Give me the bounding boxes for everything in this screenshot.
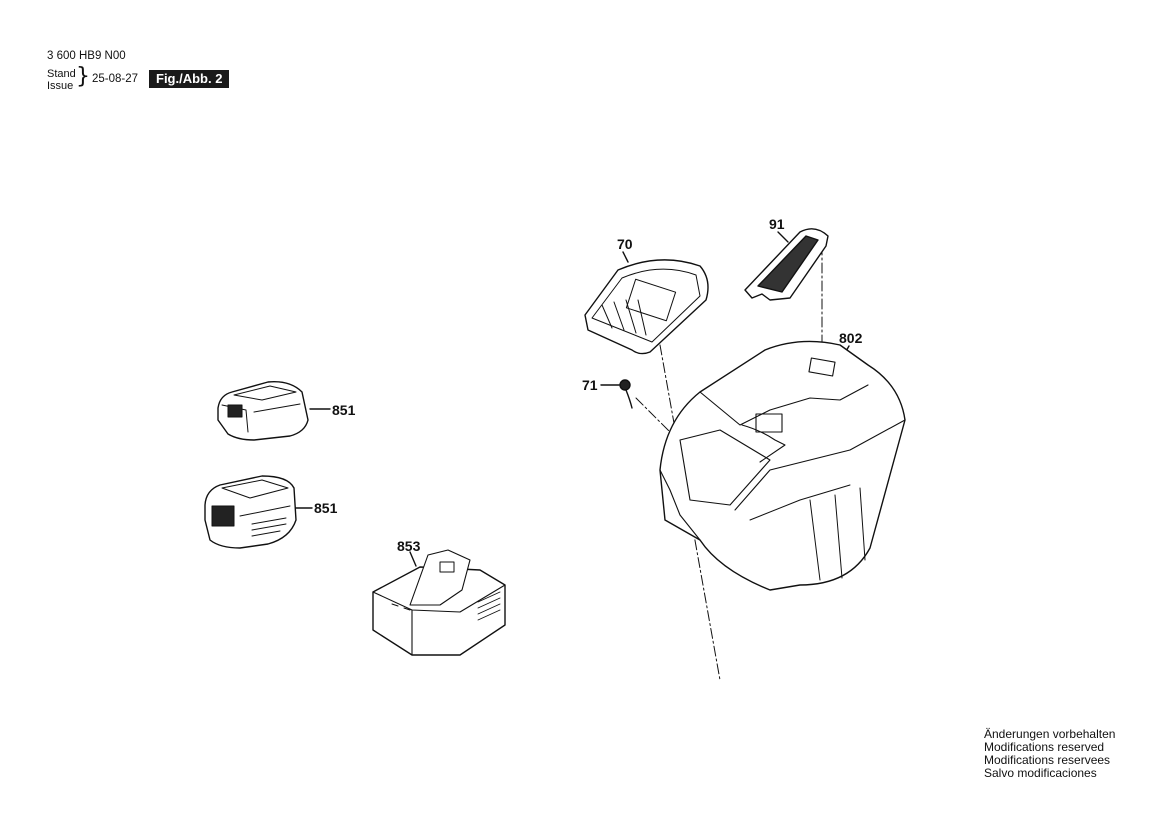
note-de: Änderungen vorbehalten — [984, 727, 1116, 741]
callout-71: 71 — [582, 377, 598, 393]
part-70-cover-flap — [584, 259, 709, 355]
part-851-battery-small — [217, 381, 309, 441]
modification-notes: Änderungen vorbehalten Modifications res… — [984, 728, 1115, 780]
note-en: Modifications reserved — [984, 740, 1105, 754]
part-853-charger — [372, 549, 506, 656]
part-802-grass-box — [659, 340, 906, 591]
leader-853 — [409, 551, 417, 567]
callout-802: 802 — [839, 330, 863, 346]
callout-851-upper: 851 — [332, 402, 356, 418]
note-es: Salvo modificaciones — [984, 766, 1097, 780]
callout-70: 70 — [617, 236, 633, 252]
part-91-handle — [744, 228, 829, 301]
leader-91 — [777, 231, 789, 243]
leader-70 — [622, 251, 629, 263]
part-851-battery-large — [204, 475, 297, 549]
callout-851-lower: 851 — [314, 500, 338, 516]
part-number: 3 600 HB9 N00 — [47, 50, 126, 62]
stand-issue-label: Stand Issue — [47, 68, 76, 92]
issue-date: 25-08-27 — [92, 73, 139, 85]
issue-label: Issue — [47, 80, 74, 92]
part-71-spring — [619, 379, 633, 409]
callout-91: 91 — [769, 216, 785, 232]
callout-853: 853 — [397, 538, 421, 554]
figure-label: Fig./Abb. 2 — [149, 70, 230, 88]
stand-label: Stand — [47, 68, 76, 80]
brace-glyph: } — [76, 64, 90, 89]
note-fr: Modifications reservees — [984, 753, 1111, 767]
